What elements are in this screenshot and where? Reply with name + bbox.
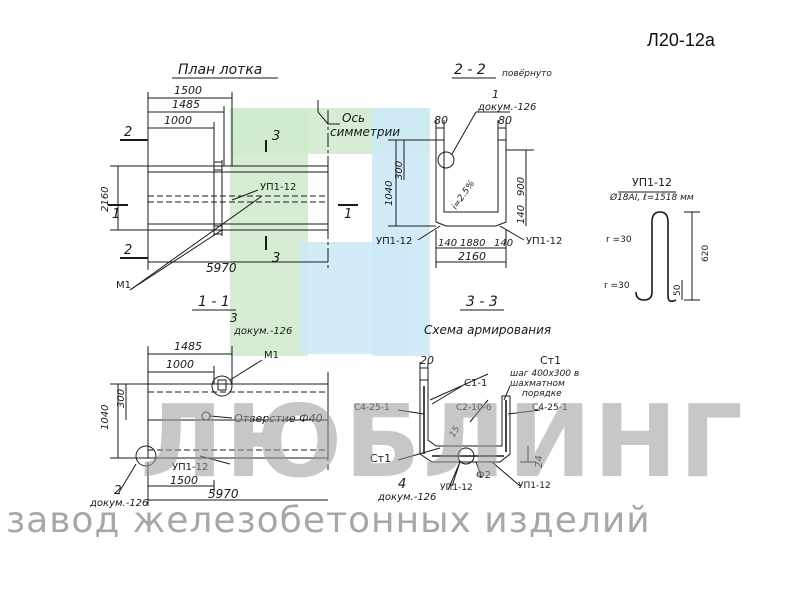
s11-m1: М1 (264, 350, 279, 361)
loop-r2: r =30 (604, 281, 630, 291)
plan-mark-1-right: 1 (344, 207, 352, 222)
s11-callout-num: 3 (230, 311, 238, 325)
section-3-3 (397, 362, 541, 491)
loop-up1-12 (618, 191, 700, 303)
watermark-brand: ЛЮБЛИНГ (140, 383, 745, 500)
s33-c4-right: С4-25-1 (532, 403, 568, 413)
s11-callout2-doc: докум.-126 (89, 498, 148, 509)
s11-hole: Отверстие Ф40 (234, 412, 323, 425)
s22-dim-140v: 140 (516, 205, 527, 224)
s22-callout-doc: докум.-126 (477, 102, 536, 113)
watermark-logo (230, 108, 430, 356)
s11-dim-5970: 5970 (208, 487, 239, 501)
s22-dim-1040: 1040 (384, 181, 395, 206)
s33-st1-top: Ст1 (540, 354, 561, 367)
s33-f2: Ф2 (476, 470, 491, 481)
plan-mark-3-top: 3 (272, 129, 280, 144)
s11-callout2-num: 2 (114, 483, 122, 497)
s33-up-left: УП1-12 (440, 483, 473, 493)
section-2-2 (388, 111, 534, 268)
s33-mesh-note-2: шахматном (510, 379, 565, 389)
loop-r1: r =30 (606, 235, 632, 245)
s33-c11: С1-1 (464, 378, 487, 389)
callout-circle-4 (457, 447, 475, 465)
callout-circle-3 (211, 375, 233, 397)
plan-dim-1485: 1485 (172, 98, 200, 111)
loop-h620: 620 (701, 245, 711, 262)
s22-up-left: УП1-12 (376, 236, 412, 247)
s22-dim-1880: 1880 (460, 238, 485, 249)
s33-callout-doc: докум.-126 (377, 492, 436, 503)
s11-dim-300: 300 (116, 389, 127, 408)
section-2-title: 2 - 2 (454, 62, 486, 78)
s33-mesh-note-1: шаг 400х300 в (510, 369, 579, 379)
s33-c4-left: С4-25-1 (354, 403, 390, 413)
s22-up-right: УП1-12 (526, 236, 562, 247)
loop-bar (651, 211, 669, 296)
s33-c2: С2-10-6 (456, 403, 492, 413)
logo-blue-bar (372, 108, 430, 356)
plan-mark-1-left: 1 (112, 207, 120, 222)
s11-dim-1040: 1040 (100, 405, 111, 430)
plan-mark-2-top: 2 (124, 125, 132, 140)
s22-dim-80b: 80 (498, 114, 512, 127)
callout-circle-2 (135, 445, 157, 467)
s22-dim-300: 300 (394, 161, 405, 180)
callout-circle-1 (437, 151, 455, 169)
s11-dim-1485: 1485 (174, 340, 202, 353)
plan-dim-1500: 1500 (174, 84, 202, 97)
plan-mark-2-bottom: 2 (124, 243, 132, 258)
s33-up-right: УП1-12 (518, 481, 551, 491)
s11-callout-doc: докум.-126 (233, 326, 292, 337)
axis-label-1: Ось (342, 111, 365, 125)
plan-mark-3-bottom: 3 (272, 251, 280, 266)
plan-up-label: УП1-12 (260, 182, 296, 193)
s33-st1-left: Ст1 (370, 452, 391, 465)
s22-dim-2160: 2160 (458, 250, 486, 263)
s22-dim-140: 140 (438, 238, 457, 249)
section-1-1 (110, 346, 329, 506)
loop-h50: 50 (673, 284, 683, 296)
section-2-note: повёрнуто (502, 69, 552, 79)
s22-dim-900: 900 (516, 177, 527, 196)
plan-dim-2160: 2160 (100, 187, 111, 212)
section-3-title: 3 - 3 (466, 294, 498, 310)
s11-dim-1000: 1000 (166, 358, 194, 371)
s22-callout-num: 1 (492, 88, 499, 101)
axis-label-2: симметрии (330, 125, 400, 139)
s33-mesh-note-3: порядке (522, 389, 562, 399)
section-1-title: 1 - 1 (198, 294, 230, 310)
s22-dim-140b: 140 (494, 238, 513, 249)
s33-dim-20: 20 (420, 354, 434, 367)
s11-up: УП1-12 (172, 462, 208, 473)
plan-dim-5970: 5970 (206, 261, 237, 275)
plan-dim-1000: 1000 (164, 114, 192, 127)
loop-title: УП1-12 (632, 176, 672, 189)
plan-view (108, 92, 358, 291)
s22-slope: i=2.5% (450, 179, 477, 212)
scheme-title: Схема армирования (424, 323, 551, 337)
watermark-subtitle: завод железобетонных изделий (6, 500, 651, 541)
s22-dim-80a: 80 (434, 114, 448, 127)
plan-title: План лотка (178, 62, 262, 78)
loop-spec: Ø18АI, ℓ=1518 мм (609, 192, 694, 203)
sheet-code: Л20-12а (647, 30, 715, 50)
plan-m1-label: М1 (116, 280, 131, 291)
s33-callout-num: 4 (398, 477, 406, 492)
s33-dim-24: 24 (534, 455, 545, 468)
s11-dim-1500: 1500 (170, 474, 198, 487)
